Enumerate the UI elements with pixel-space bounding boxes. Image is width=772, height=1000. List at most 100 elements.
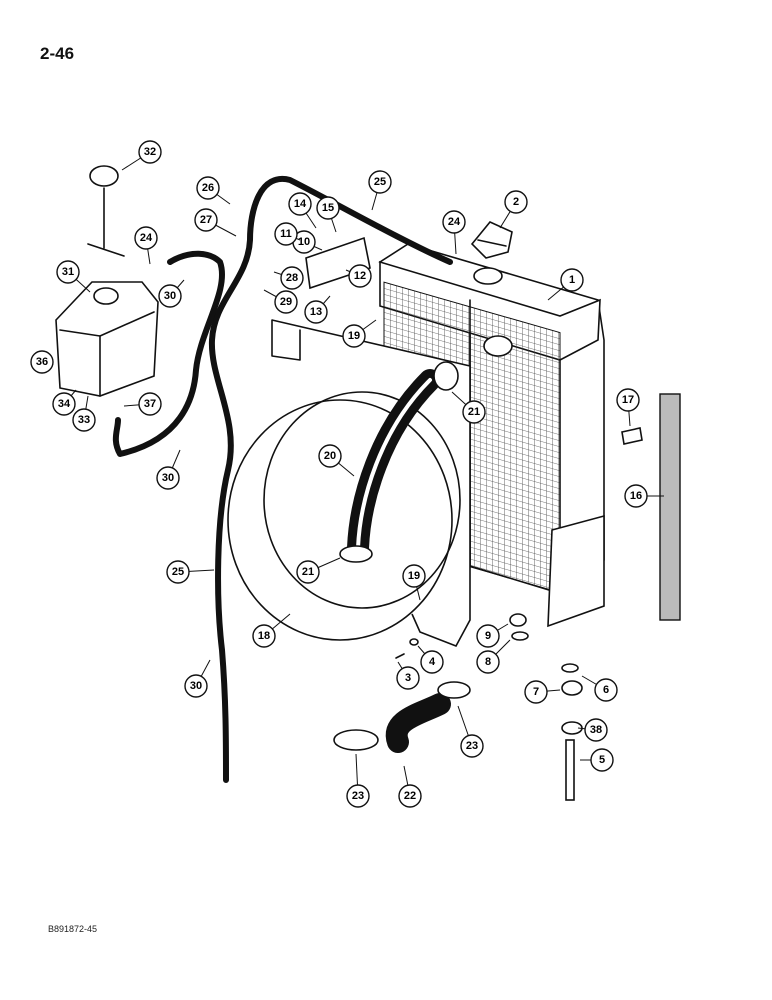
callout-circle <box>274 290 298 314</box>
callout-circle <box>476 650 500 674</box>
callout-label: 30 <box>164 290 176 302</box>
callout-16: 16 <box>624 484 648 508</box>
callout-label: 13 <box>310 306 322 318</box>
radiator-cap <box>470 221 513 259</box>
callout-circle <box>304 300 328 324</box>
callout-label: 12 <box>354 270 366 282</box>
drain-plug <box>561 680 583 696</box>
callout-18: 18 <box>252 624 276 648</box>
callout-label: 22 <box>404 790 416 802</box>
callout-circle <box>396 666 420 690</box>
callout-label: 16 <box>630 490 642 502</box>
callout-circle <box>316 196 340 220</box>
callout-label: 30 <box>190 680 202 692</box>
sealing-strip <box>659 393 681 621</box>
callout-36: 36 <box>30 350 54 374</box>
callout-7: 7 <box>524 680 548 704</box>
callout-label: 24 <box>140 232 153 244</box>
callout-23: 23 <box>460 734 484 758</box>
callout-32: 32 <box>138 140 162 164</box>
overflow-hose <box>208 175 453 783</box>
callout-28: 28 <box>280 266 304 290</box>
callout-2: 2 <box>504 190 528 214</box>
callout-circle <box>460 734 484 758</box>
callout-circle <box>52 392 76 416</box>
callout-label: 33 <box>78 414 90 426</box>
callout-label: 18 <box>258 630 270 642</box>
callout-circle <box>594 678 618 702</box>
callout-label: 27 <box>200 214 212 226</box>
washer <box>561 663 579 673</box>
callout-circle <box>138 392 162 416</box>
callout-circle <box>134 226 158 250</box>
callout-label: 30 <box>162 472 174 484</box>
nut <box>509 613 527 627</box>
callout-11: 11 <box>274 222 298 246</box>
callout-21: 21 <box>296 560 320 584</box>
callout-circle <box>166 560 190 584</box>
callout-label: 26 <box>202 182 214 194</box>
callout-21: 21 <box>462 400 486 424</box>
callout-label: 34 <box>58 398 71 410</box>
callout-24: 24 <box>134 226 158 250</box>
callout-circle <box>138 140 162 164</box>
callout-10: 10 <box>292 230 316 254</box>
callout-22: 22 <box>398 784 422 808</box>
callout-31: 31 <box>56 260 80 284</box>
callout-label: 25 <box>374 176 386 188</box>
callout-circle <box>476 624 500 648</box>
callout-label: 28 <box>286 272 298 284</box>
reservoir-cap-dipstick <box>87 165 125 257</box>
callout-circle <box>158 284 182 308</box>
callout-label: 10 <box>298 236 310 248</box>
callout-label: 29 <box>280 296 292 308</box>
callout-circle <box>72 408 96 432</box>
callout-29: 29 <box>274 290 298 314</box>
callout-30: 30 <box>156 466 180 490</box>
callout-circle <box>420 650 444 674</box>
hose-clamp-upper <box>433 361 459 391</box>
callout-label: 31 <box>62 266 74 278</box>
callout-circle <box>184 674 208 698</box>
callout-label: 8 <box>485 656 491 668</box>
reference-code: B891872-45 <box>48 924 98 934</box>
callout-label: 2 <box>513 196 519 208</box>
callout-label: 21 <box>468 406 480 418</box>
callout-label: 17 <box>622 394 634 406</box>
callout-3: 3 <box>396 666 420 690</box>
callout-14: 14 <box>288 192 312 216</box>
callout-label: 23 <box>466 740 478 752</box>
callout-12: 12 <box>348 264 372 288</box>
callout-label: 4 <box>429 656 436 668</box>
hose-clamp-lower <box>339 545 373 563</box>
callout-circle <box>252 624 276 648</box>
callout-33: 33 <box>72 408 96 432</box>
callout-30: 30 <box>158 284 182 308</box>
callout-circle <box>560 268 584 292</box>
callout-label: 21 <box>302 566 314 578</box>
callout-13: 13 <box>304 300 328 324</box>
callout-circle <box>194 208 218 232</box>
callout-circle <box>274 222 298 246</box>
callout-4: 4 <box>420 650 444 674</box>
callout-circle <box>318 444 342 468</box>
callout-17: 17 <box>616 388 640 412</box>
callout-label: 19 <box>408 570 420 582</box>
callout-25: 25 <box>166 560 190 584</box>
callout-38: 38 <box>584 718 608 742</box>
lock-washer <box>511 631 529 641</box>
callout-30: 30 <box>184 674 208 698</box>
callout-label: 37 <box>144 398 156 410</box>
callout-34: 34 <box>52 392 76 416</box>
callout-label: 11 <box>280 228 292 240</box>
mounting-bracket <box>305 236 371 290</box>
callout-label: 36 <box>36 356 48 368</box>
callout-27: 27 <box>194 208 218 232</box>
callout-8: 8 <box>476 650 500 674</box>
callout-circle <box>288 192 312 216</box>
callout-24: 24 <box>442 210 466 234</box>
callout-15: 15 <box>316 196 340 220</box>
callout-label: 9 <box>485 630 491 642</box>
callout-label: 14 <box>294 198 307 210</box>
